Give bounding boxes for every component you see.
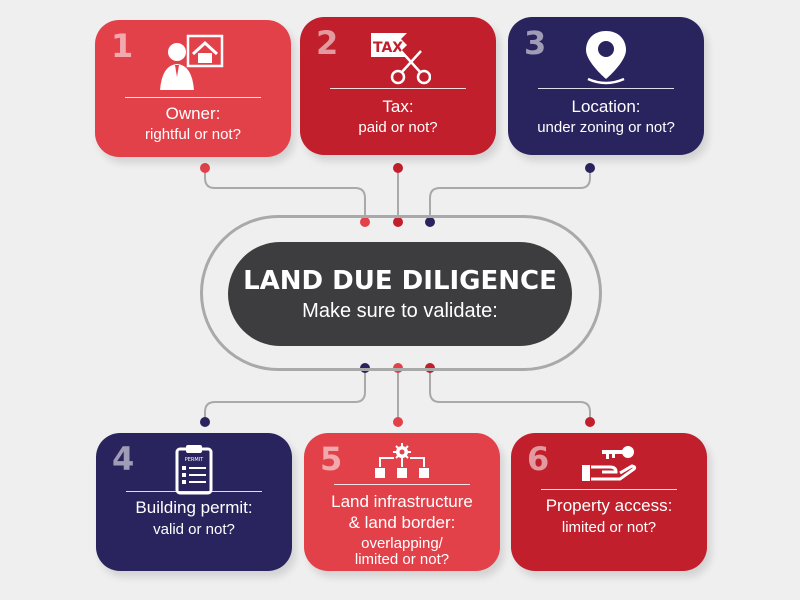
card-title: Land infrastructure <box>331 492 473 511</box>
card-number: 3 <box>524 24 547 62</box>
card-location: 3 Location: under zoning or not? <box>508 17 704 155</box>
connector-dot <box>393 217 403 227</box>
tax-icon-text: TAX <box>373 40 403 56</box>
card-line: rightful or not? <box>145 126 241 143</box>
card-tax: 2 TAX Tax: paid or not? <box>300 17 496 155</box>
card-number: 1 <box>111 27 134 65</box>
card-number: 5 <box>320 440 343 478</box>
center-subtitle: Make sure to validate: <box>302 300 498 322</box>
card-line: valid or not? <box>153 521 235 538</box>
card-owner: 1 Owner: rightful or not? <box>95 20 291 157</box>
card-title: Building permit: <box>135 498 253 517</box>
card-line: under zoning or not? <box>537 119 675 136</box>
card-line: paid or not? <box>358 119 438 136</box>
location-pin-icon <box>586 31 626 85</box>
card-line: limited or not? <box>354 551 450 568</box>
connector-6 <box>429 368 591 422</box>
connector-dot <box>360 217 370 227</box>
card-title: Location: <box>571 97 641 116</box>
card-line: overlapping/ <box>361 535 443 552</box>
card-property-access: 6 Property access: limited or not? <box>511 433 707 571</box>
connector-dot <box>393 163 403 173</box>
card-land-infrastructure: 5 Land infrastructure & land border: ove… <box>304 433 500 571</box>
connector-4 <box>204 368 366 422</box>
connector-dot <box>393 417 403 427</box>
connector-dot <box>425 217 435 227</box>
card-divider <box>330 88 466 89</box>
center-pill: LAND DUE DILIGENCE Make sure to validate… <box>228 242 572 346</box>
permit-icon-text: PERMIT <box>185 457 204 463</box>
card-number: 4 <box>112 440 135 478</box>
connector-3 <box>429 168 591 222</box>
card-divider <box>125 97 261 98</box>
center-title: LAND DUE DILIGENCE <box>243 266 557 296</box>
card-title: Tax: <box>382 97 414 116</box>
clipboard-permit-icon: PERMIT <box>175 445 213 495</box>
card-line: limited or not? <box>561 519 657 536</box>
connector-dot <box>200 417 210 427</box>
card-divider <box>541 489 677 490</box>
connector-1 <box>204 168 366 222</box>
card-line: & land border: <box>348 513 456 532</box>
connector-dot <box>585 163 595 173</box>
connector-dot <box>585 417 595 427</box>
tax-scissors-icon: TAX <box>371 33 431 85</box>
card-title: Property access: <box>545 496 673 515</box>
card-divider <box>126 491 262 492</box>
card-divider <box>538 88 674 89</box>
hand-key-icon <box>582 446 637 481</box>
card-number: 2 <box>316 24 339 62</box>
card-number: 6 <box>527 440 550 478</box>
infrastructure-gear-icon <box>375 443 429 478</box>
card-building-permit: 4 PERMIT Building permit: valid or not? <box>96 433 292 571</box>
connector-dot <box>200 163 210 173</box>
card-title: Owner: <box>165 104 221 123</box>
card-divider <box>334 484 470 485</box>
owner-house-icon <box>160 34 224 90</box>
center-ring <box>200 215 602 371</box>
